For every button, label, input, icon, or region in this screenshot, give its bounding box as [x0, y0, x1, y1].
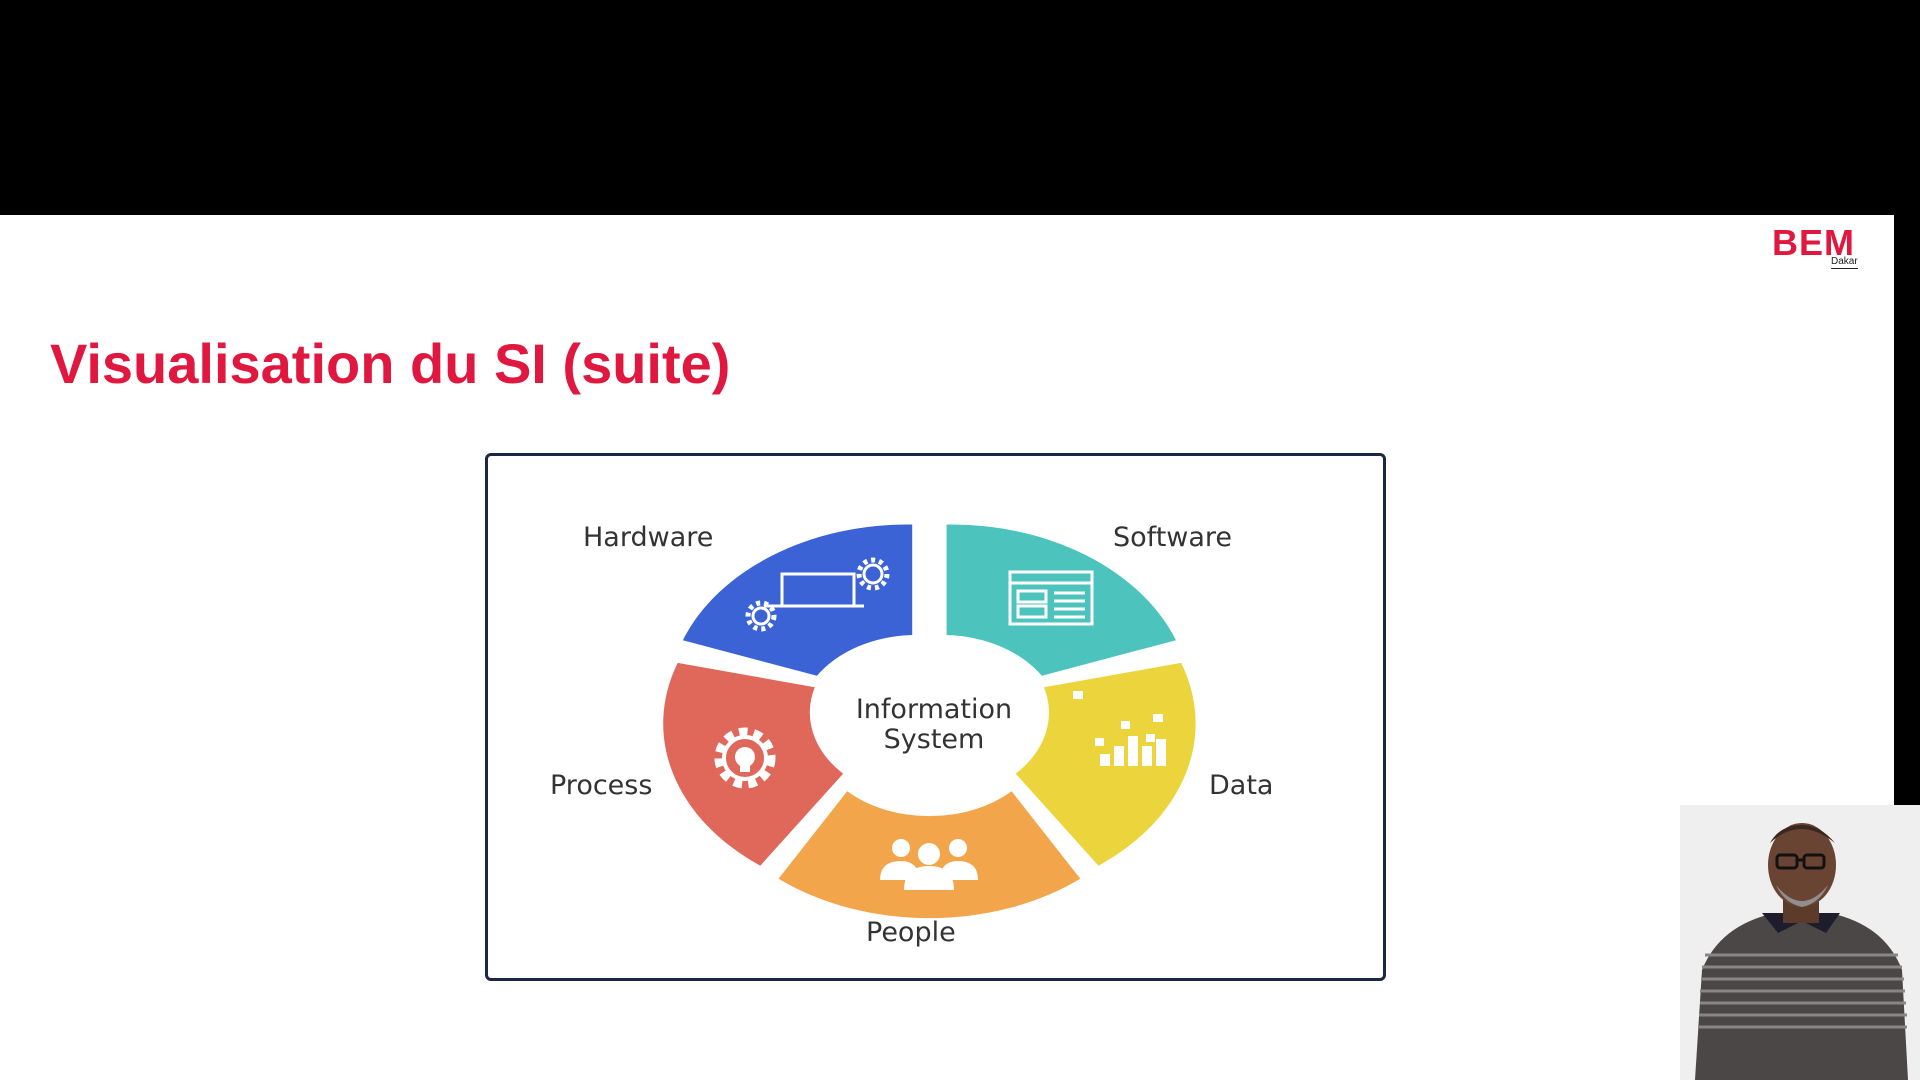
- segment-label-software: Software: [1113, 522, 1232, 553]
- information-system-diagram: Software Data People Process Hardware In…: [485, 453, 1386, 981]
- segment-hardware: [682, 524, 913, 676]
- bem-dakar-logo: BEM Dakar: [1772, 223, 1872, 273]
- gear-lightbulb-icon: [714, 727, 776, 789]
- segment-label-hardware: Hardware: [583, 522, 713, 553]
- slide-title: Visualisation du SI (suite): [50, 332, 731, 395]
- people-group-icon: [880, 839, 978, 890]
- logo-main-text: BEM: [1772, 222, 1855, 263]
- segment-label-process: Process: [550, 770, 652, 801]
- video-right-letterbox: [1894, 215, 1920, 805]
- center-label-line-1: Information: [856, 694, 1012, 725]
- presenter-video: [1680, 805, 1920, 1080]
- software-window-icon: [1008, 570, 1094, 626]
- center-label-line-2: System: [884, 724, 985, 755]
- segment-process: [663, 662, 844, 866]
- segment-label-people: People: [866, 917, 956, 948]
- segment-label-data: Data: [1209, 770, 1273, 801]
- diagram-svg: Software Data People Process Hardware In…: [550, 522, 1273, 948]
- bar-chart-icon: [1073, 691, 1166, 766]
- presenter-webcam-overlay: [1680, 805, 1920, 1080]
- logo-sub-text: Dakar: [1831, 256, 1858, 269]
- computer-gears-icon: [745, 557, 890, 632]
- video-top-letterbox: [0, 0, 1920, 215]
